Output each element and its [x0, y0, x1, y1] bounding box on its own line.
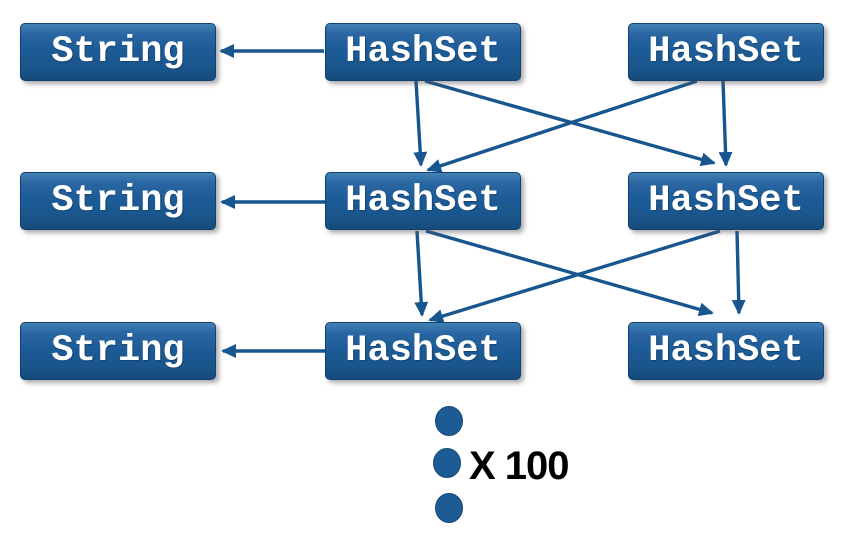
arrow-hashset-r1mid-to-r2mid	[413, 80, 428, 167]
arrow-hashset-r2right-to-r3right	[731, 230, 746, 315]
multiplier-label: X 100	[469, 444, 570, 488]
node-string-row1: String	[20, 23, 216, 81]
continuation-dots	[433, 406, 463, 523]
ellipsis-dot	[433, 448, 461, 478]
arrow-hashset-r1right-to-r2mid	[426, 79, 698, 173]
node-hashset-row2-right: HashSet	[628, 172, 824, 230]
node-hashset-row3-mid: HashSet	[325, 322, 521, 380]
node-hashset-row1-mid: HashSet	[325, 23, 521, 81]
arrow-hashset-r2right-to-r3mid	[428, 229, 721, 323]
arrow-hashset-r1right-to-r2right	[718, 80, 733, 167]
arrow-hashset-r2mid-to-r3mid	[414, 230, 429, 317]
arrow-hashset-r2mid-to-r3right	[425, 229, 714, 317]
ellipsis-dot	[435, 493, 463, 523]
node-hashset-row1-right: HashSet	[628, 23, 824, 81]
node-string-row3: String	[20, 322, 216, 380]
node-string-row2: String	[20, 172, 216, 230]
node-hashset-row3-right: HashSet	[628, 322, 824, 380]
ellipsis-dot	[435, 406, 463, 436]
node-hashset-row2-mid: HashSet	[325, 172, 521, 230]
